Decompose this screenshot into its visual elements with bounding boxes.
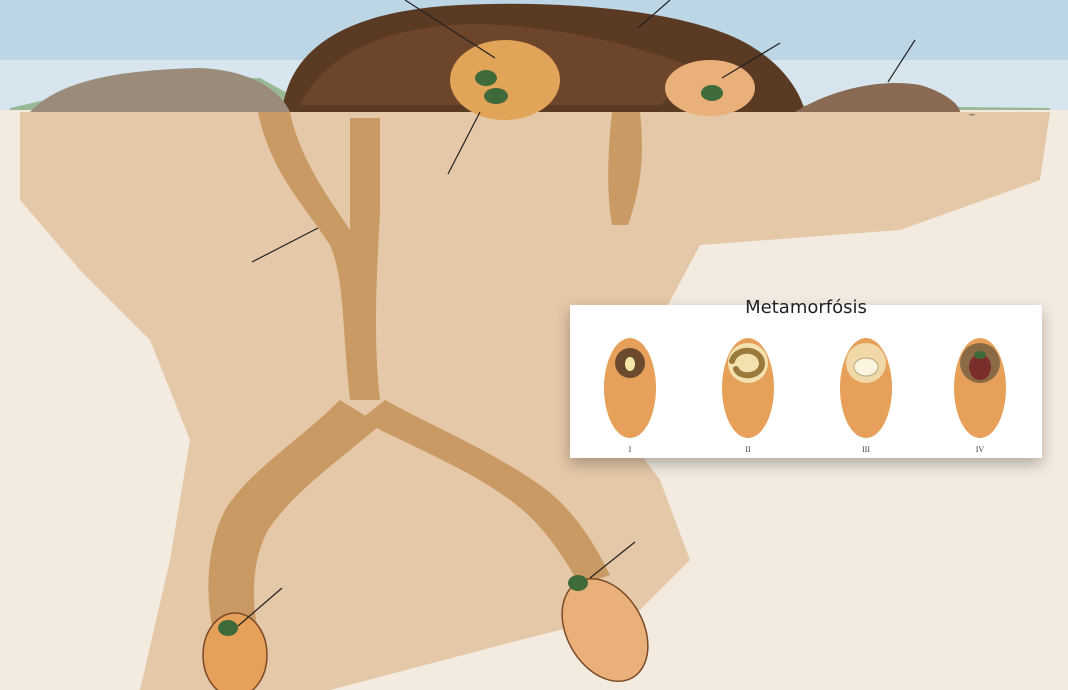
beetle-icon	[475, 70, 497, 86]
artist-signature: ~	[968, 110, 976, 121]
beetle-icon	[484, 88, 508, 104]
stage-label: II	[718, 445, 778, 454]
stage-pupa: III	[836, 333, 896, 451]
beetle-icon	[701, 85, 723, 101]
pupa-icon	[854, 358, 878, 376]
stage-label: I	[600, 445, 660, 454]
stage-label: III	[836, 445, 896, 454]
mound-chamber	[450, 40, 560, 120]
stage-adult: IV	[950, 333, 1010, 451]
stage-egg: I	[600, 333, 660, 451]
stage-label: IV	[950, 445, 1010, 454]
beetle-icon	[218, 620, 238, 636]
inset-title: Metamorfósis	[570, 297, 1042, 318]
beetle-icon	[568, 575, 588, 591]
stage-larva: II	[718, 333, 778, 451]
egg-icon	[625, 357, 635, 371]
metamorphosis-inset: Metamorfósis I II III IV	[570, 305, 1042, 458]
